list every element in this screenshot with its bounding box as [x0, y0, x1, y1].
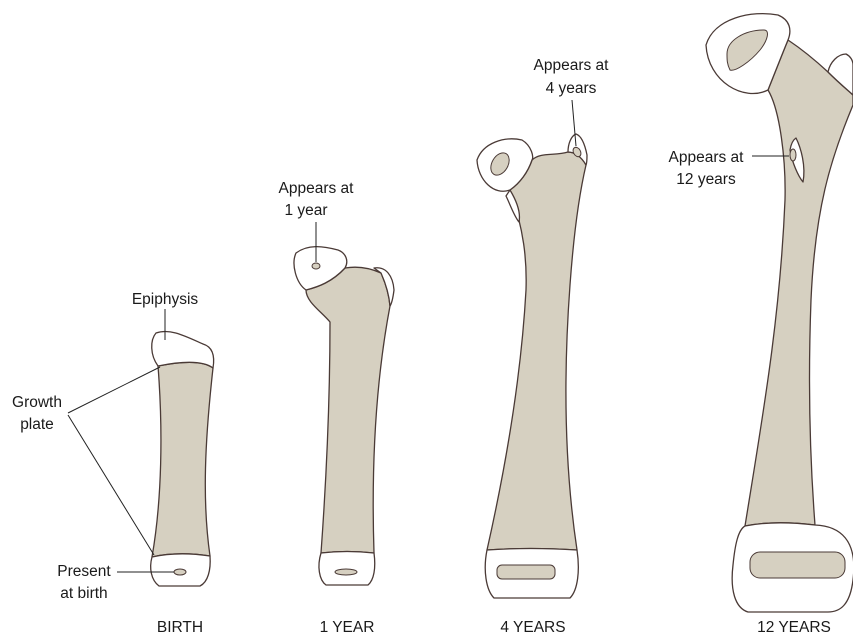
label-appears-1yr-line2: 1 year	[284, 202, 327, 219]
12yr-lower-ossification-center	[750, 552, 845, 578]
birth-shaft	[152, 362, 213, 557]
label-present-at-birth-line2: at birth	[60, 585, 107, 602]
1yr-lower-epiphysis	[319, 552, 375, 586]
stage-captions: BIRTH 1 YEAR 4 YEARS 12 YEARS	[157, 619, 831, 635]
label-growth-plate-line2: plate	[20, 416, 54, 433]
label-appears-12yr-line1: Appears at	[669, 149, 745, 166]
label-appears-1yr-line1: Appears at	[279, 180, 355, 197]
label-epiphysis: Epiphysis	[132, 291, 199, 308]
label-growth-plate-line1: Growth	[12, 394, 62, 411]
stage-caption-1-year: 1 YEAR	[320, 619, 375, 635]
birth-upper-epiphysis	[152, 331, 214, 368]
label-appears-4yr-line2: 4 years	[546, 80, 597, 97]
bone-1-year	[294, 247, 394, 585]
stage-caption-birth: BIRTH	[157, 619, 203, 635]
12yr-shaft	[745, 40, 853, 526]
birth-ossification-center	[174, 569, 186, 575]
4yr-lower-ossification-center	[497, 565, 555, 579]
stage-caption-4-years: 4 YEARS	[500, 619, 565, 635]
bone-4-years	[477, 134, 587, 598]
growth-plate-leader-lower	[68, 415, 154, 555]
label-present-at-birth-line1: Present	[57, 563, 111, 580]
label-appears-12yr-line2: 12 years	[676, 171, 736, 188]
bone-12-years	[706, 14, 853, 612]
label-appears-4yr-line1: Appears at	[534, 57, 610, 74]
1yr-head-ossification-center	[312, 263, 320, 269]
growth-plate-leader-upper	[68, 367, 160, 413]
bone-birth	[151, 331, 214, 586]
1yr-lower-ossification-center	[335, 569, 357, 575]
1yr-shaft	[306, 267, 390, 553]
stage-caption-12-years: 12 YEARS	[757, 619, 831, 635]
12yr-lesser-trochanter-ossification-center	[790, 149, 796, 161]
4yr-shaft	[487, 152, 586, 550]
